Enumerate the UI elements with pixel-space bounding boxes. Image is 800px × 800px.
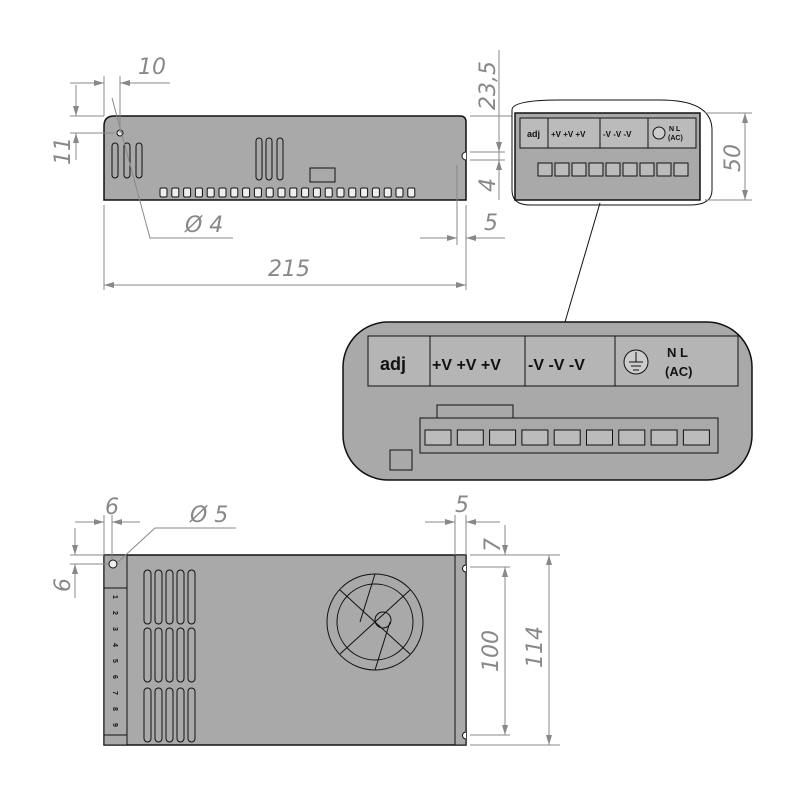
dim-width: 114: [523, 626, 548, 668]
vent-hole: [289, 187, 298, 198]
vent-hole: [206, 187, 215, 198]
vent-slot: [165, 687, 174, 743]
terminal-number: 3: [111, 627, 118, 631]
terminal-screw: [639, 162, 655, 177]
vent-slot: [154, 627, 163, 683]
label-adj: adj: [380, 354, 406, 374]
end-label-nl: N L: [669, 126, 681, 133]
dim-hole-diameter: Ø 4: [184, 213, 223, 238]
vent-slot: [143, 627, 152, 683]
label-nl: N L: [667, 345, 688, 360]
vent-slot: [143, 687, 152, 743]
bottom-view: 1 2 3 4 5 6 7 8 9: [103, 554, 467, 746]
vent-hole: [336, 187, 345, 198]
end-label-adj: adj: [527, 129, 540, 139]
terminal-screw: [650, 429, 678, 446]
end-label-minus-v: -V -V -V: [603, 130, 632, 139]
vent-hole: [159, 187, 168, 198]
vent-hole: [277, 187, 286, 198]
side-view: [103, 115, 467, 201]
terminal-screw: [521, 429, 549, 446]
vent-hole: [242, 187, 251, 198]
dim-length: 215: [268, 257, 310, 282]
dim-slot-offset: 5: [484, 211, 498, 236]
dim-slot-top: 7: [481, 538, 506, 552]
terminal-screw: [537, 162, 553, 177]
terminal-screw: [456, 429, 484, 446]
terminal-screw: [424, 429, 452, 446]
terminal-number: 4: [111, 643, 118, 647]
dim-slot-height: 4: [476, 178, 501, 192]
ground-icon: [623, 349, 649, 375]
vent-hole: [265, 187, 274, 198]
terminal-detail-magnified: adj +V +V +V -V -V -V N L (AC): [342, 321, 753, 481]
terminal-screw: [673, 162, 689, 177]
vent-slot: [187, 627, 196, 683]
label-plus-v: +V +V +V: [432, 357, 501, 374]
vent-hole: [407, 187, 416, 198]
vent-hole: [171, 187, 180, 198]
vent-hole: [312, 187, 321, 198]
terminal-number: 6: [111, 675, 118, 679]
terminal-number: 1: [111, 595, 118, 599]
label-ac: (AC): [665, 364, 692, 379]
vent-slot: [154, 569, 163, 625]
terminal-screw: [489, 429, 517, 446]
vent-hole: [301, 187, 310, 198]
vent-hole: [371, 187, 380, 198]
terminal-number: 7: [111, 691, 118, 695]
vent-slot: [176, 569, 185, 625]
vent-slot: [165, 627, 174, 683]
terminal-screw: [586, 429, 613, 446]
vent-hole: [360, 187, 369, 198]
vent-slot: [187, 687, 196, 743]
terminal-screw: [682, 429, 710, 446]
terminal-screw: [588, 162, 604, 177]
vent-hole: [194, 187, 203, 198]
dim-height: 23,5: [476, 61, 501, 110]
bottom-view-dimensions: 6 Ø 5 6 5 7 100 114: [51, 493, 560, 746]
vent-slot: [176, 687, 185, 743]
terminal-number: 8: [111, 707, 118, 711]
terminal-number: 5: [111, 659, 118, 663]
terminal-number: 9: [111, 723, 118, 727]
end-label-plus-v: +V +V +V: [551, 130, 586, 139]
side-view-dimensions: 10 11 Ø 4 215 5 4 23,5: [51, 50, 512, 290]
vent-slot: [187, 569, 196, 625]
terminal-screw: [618, 429, 646, 446]
vent-slot: [154, 687, 163, 743]
terminal-screw: [656, 162, 672, 177]
end-label-ac: (AC): [668, 135, 683, 142]
vent-hole: [183, 187, 192, 198]
terminal-screw: [622, 162, 638, 177]
terminal-screw: [553, 429, 581, 446]
dim-hole-offset-x: 6: [105, 495, 119, 520]
end-view: adj +V +V +V -V -V -V N L (AC) 50: [511, 99, 752, 323]
terminal-screw: [554, 162, 570, 177]
terminal-number: 2: [111, 611, 118, 615]
vent-hole: [230, 187, 239, 198]
vent-hole: [395, 187, 404, 198]
label-minus-v: -V -V -V: [528, 357, 585, 374]
dim-slot-offset-bottom: 5: [455, 493, 469, 518]
dim-hole-diameter-bottom: Ø 5: [189, 503, 228, 528]
vent-hole: [324, 187, 333, 198]
dim-hole-offset: 10: [138, 55, 166, 80]
dim-end-height: 50: [721, 144, 746, 172]
vent-slot: [176, 627, 185, 683]
vent-slot: [143, 569, 152, 625]
terminal-screw: [605, 162, 621, 177]
dim-hole-height: 11: [51, 137, 76, 165]
vent-hole: [383, 187, 392, 198]
dim-slot-pitch: 100: [479, 630, 504, 672]
dim-hole-offset-y: 6: [51, 578, 76, 592]
fan-grille: [326, 573, 424, 671]
vent-hole: [218, 187, 227, 198]
vent-slot: [165, 569, 174, 625]
terminal-screw: [571, 162, 587, 177]
vent-hole: [348, 187, 357, 198]
vent-hole: [253, 187, 262, 198]
